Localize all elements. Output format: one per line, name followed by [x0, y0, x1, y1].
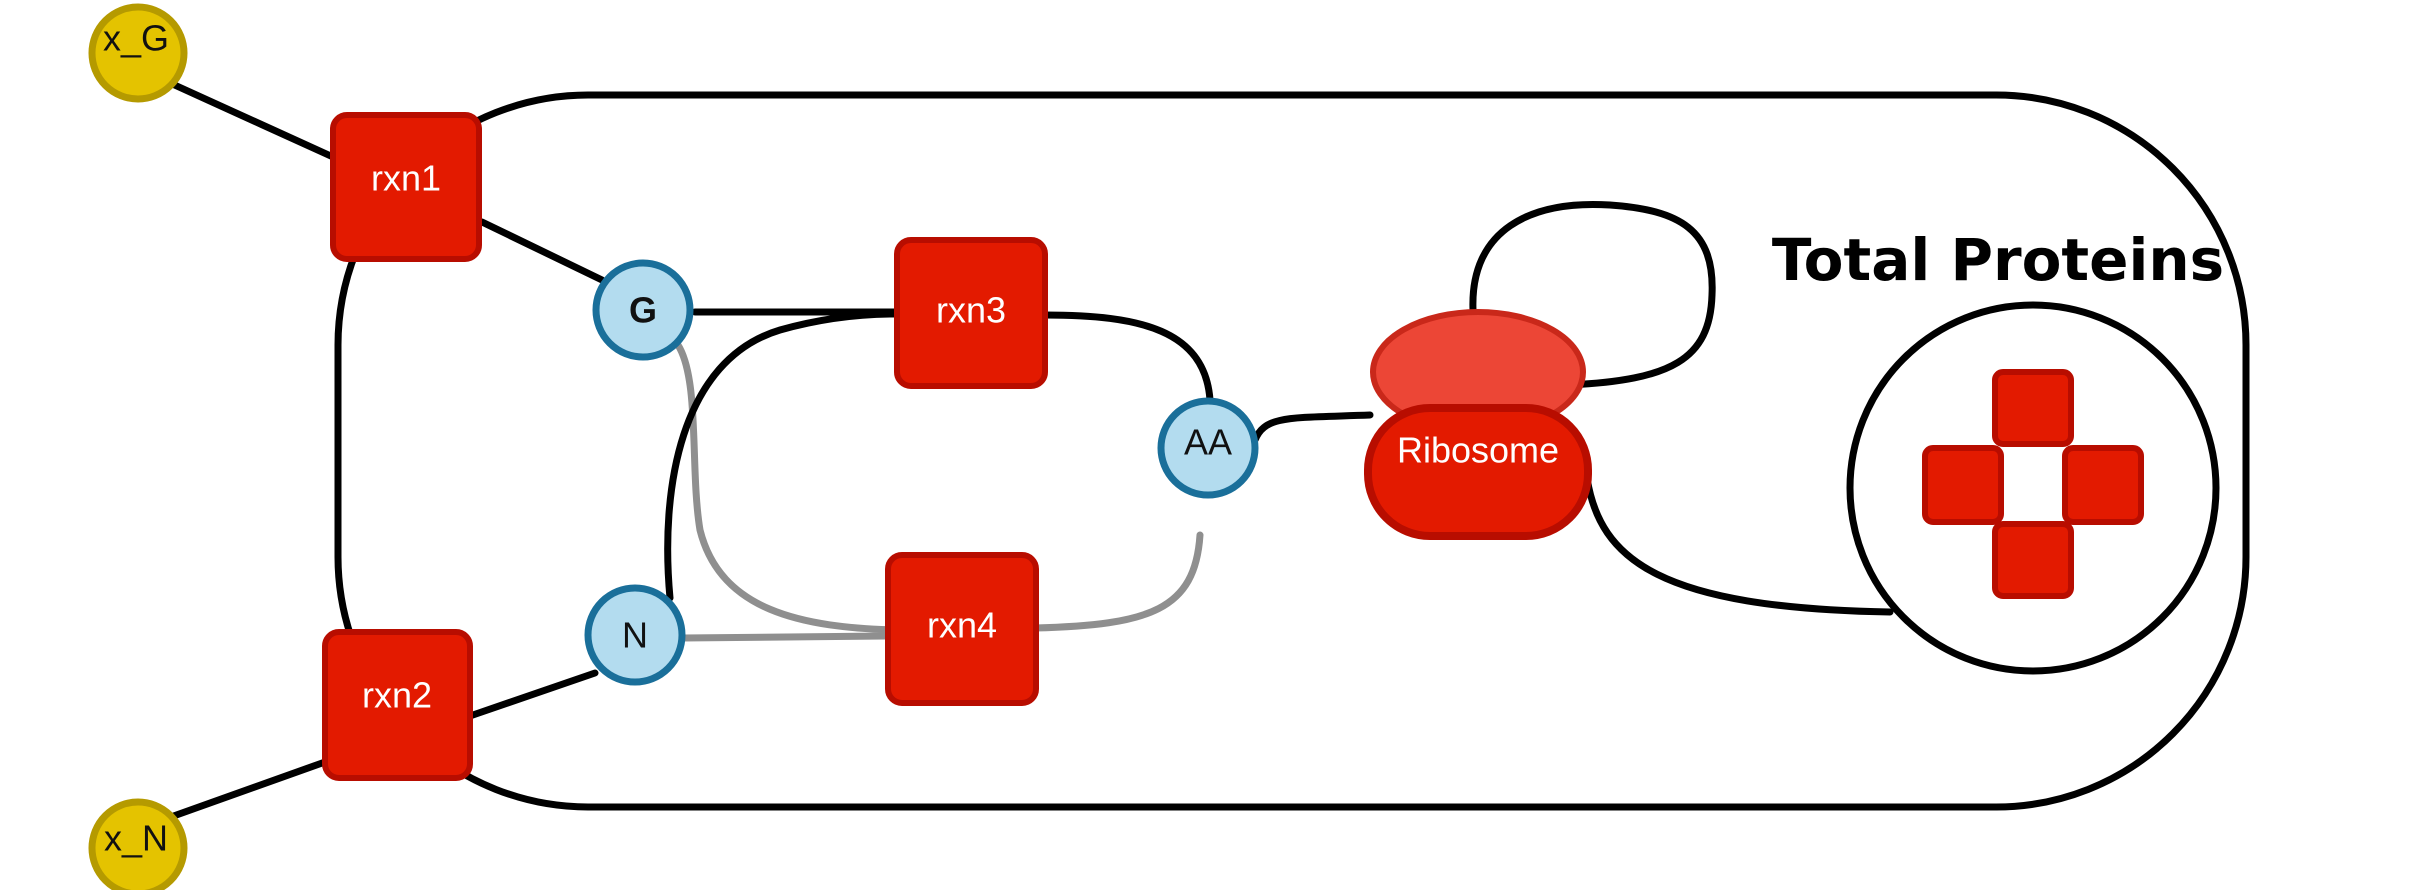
protein-block-top [1992, 369, 2074, 447]
ribosome[interactable]: Ribosome [1364, 309, 1592, 540]
metabolite-aa[interactable]: AA [1157, 397, 1259, 499]
metabolite-n[interactable]: N [584, 584, 686, 686]
reaction-rxn3-label: rxn3 [936, 290, 1006, 331]
external-metabolite-x-g[interactable]: x_G [88, 3, 188, 103]
external-metabolite-x-n-label: x_N [104, 818, 168, 859]
ribosome-large-subunit [1364, 404, 1592, 540]
edge-ribosome-self-loop [1469, 200, 1716, 389]
edge-aa-to-ribosome [1251, 411, 1374, 444]
metabolite-n-label: N [622, 615, 648, 656]
edge-ribosome-to-proteins [1583, 474, 1894, 616]
edge-rxn1-to-g [478, 218, 606, 284]
protein-block-bottom [1992, 521, 2074, 599]
reaction-rxn4-label: rxn4 [927, 605, 997, 646]
metabolite-g-label: G [629, 290, 657, 331]
edge-g-to-rxn4 [674, 341, 904, 634]
total-proteins-pool[interactable] [1846, 301, 2220, 675]
cell-compartment [334, 91, 2250, 811]
protein-block-right [2062, 445, 2144, 525]
reaction-rxn1[interactable]: rxn1 [330, 112, 482, 262]
edge-rxn3-to-aa [1041, 311, 1214, 404]
metabolite-g[interactable]: G [592, 259, 694, 361]
edge-rxn2-to-n [466, 669, 599, 720]
reaction-rxn2[interactable]: rxn2 [322, 629, 473, 781]
reaction-rxn3[interactable]: rxn3 [894, 237, 1048, 389]
ribosome-label: Ribosome [1397, 430, 1559, 471]
edge-n-to-rxn4 [679, 632, 889, 642]
metabolite-aa-label: AA [1184, 422, 1232, 463]
total-proteins-title: Total Proteins [1772, 226, 2224, 294]
protein-block-left [1922, 445, 2004, 525]
edge-rxn4-to-aa [1031, 531, 1204, 632]
edge-xn-to-rxn2 [164, 758, 329, 822]
external-metabolite-x-g-label: x_G [103, 18, 169, 59]
reaction-rxn4[interactable]: rxn4 [885, 552, 1039, 706]
external-metabolite-x-n[interactable]: x_N [88, 798, 188, 890]
edge-xg-to-rxn1 [164, 78, 337, 161]
reaction-rxn2-label: rxn2 [362, 675, 432, 716]
reaction-rxn1-label: rxn1 [371, 158, 441, 199]
edge-n-to-rxn3 [664, 310, 899, 602]
